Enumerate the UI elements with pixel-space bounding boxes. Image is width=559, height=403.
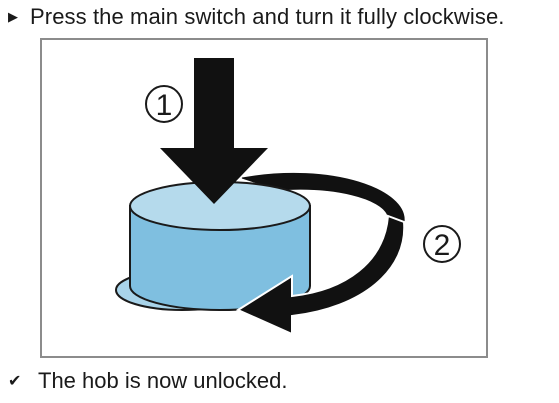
result-text: The hob is now unlocked. bbox=[38, 368, 288, 393]
instruction-text: Press the main switch and turn it fully … bbox=[30, 4, 505, 29]
callout-2-circle bbox=[423, 225, 461, 263]
check-mark-icon: ✔ bbox=[8, 373, 22, 390]
knob-illustration: 1 2 bbox=[115, 58, 461, 336]
illustration-frame: 1 2 bbox=[40, 38, 488, 358]
triangle-bullet-icon: ▶ bbox=[8, 9, 18, 24]
callout-1-circle bbox=[145, 85, 183, 123]
callout-2-label: 2 bbox=[434, 229, 451, 262]
rotation-arrow-front bbox=[235, 214, 406, 336]
instruction-step: ▶ Press the main switch and turn it full… bbox=[8, 2, 505, 32]
result-step: ✔ The hob is now unlocked. bbox=[8, 366, 288, 396]
callout-1-label: 1 bbox=[156, 89, 173, 122]
press-arrow bbox=[160, 58, 268, 204]
